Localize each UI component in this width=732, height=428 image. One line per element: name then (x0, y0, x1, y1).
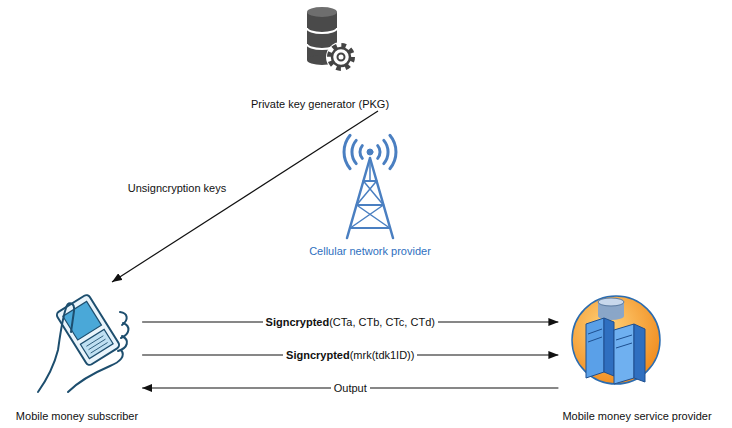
edge-label: Output (331, 382, 370, 395)
icon-node: Mobile money service provider (558, 290, 715, 423)
icon-node: Cellular network provider (305, 118, 435, 258)
icon-node: Private key generator (PKG) (247, 2, 393, 111)
label-args: (CTa, CTb, CTc, CTd) (329, 316, 435, 328)
node-label: Mobile money subscriber (16, 409, 138, 423)
label-keyword: Signcrypted (286, 349, 350, 361)
phone-hand-icon (38, 294, 128, 392)
cell-tower-icon (344, 135, 396, 238)
icon-node: Mobile money subscriber (12, 282, 142, 423)
label-args: (mrk(tdk1ID)) (350, 349, 415, 361)
server-icon (572, 296, 660, 384)
node-label: Private key generator (PKG) (251, 97, 389, 111)
node-label: Mobile money service provider (562, 409, 711, 423)
label-keyword: Signcrypted (266, 316, 330, 328)
edge-label: Signcrypted(mrk(tdk1ID)) (283, 349, 417, 362)
edge-label: Signcrypted(CTa, CTb, CTc, CTd) (263, 316, 438, 329)
gear-icon (326, 42, 356, 72)
node-label: Cellular network provider (309, 244, 431, 258)
edge-label: Unsigncryption keys (125, 182, 229, 195)
